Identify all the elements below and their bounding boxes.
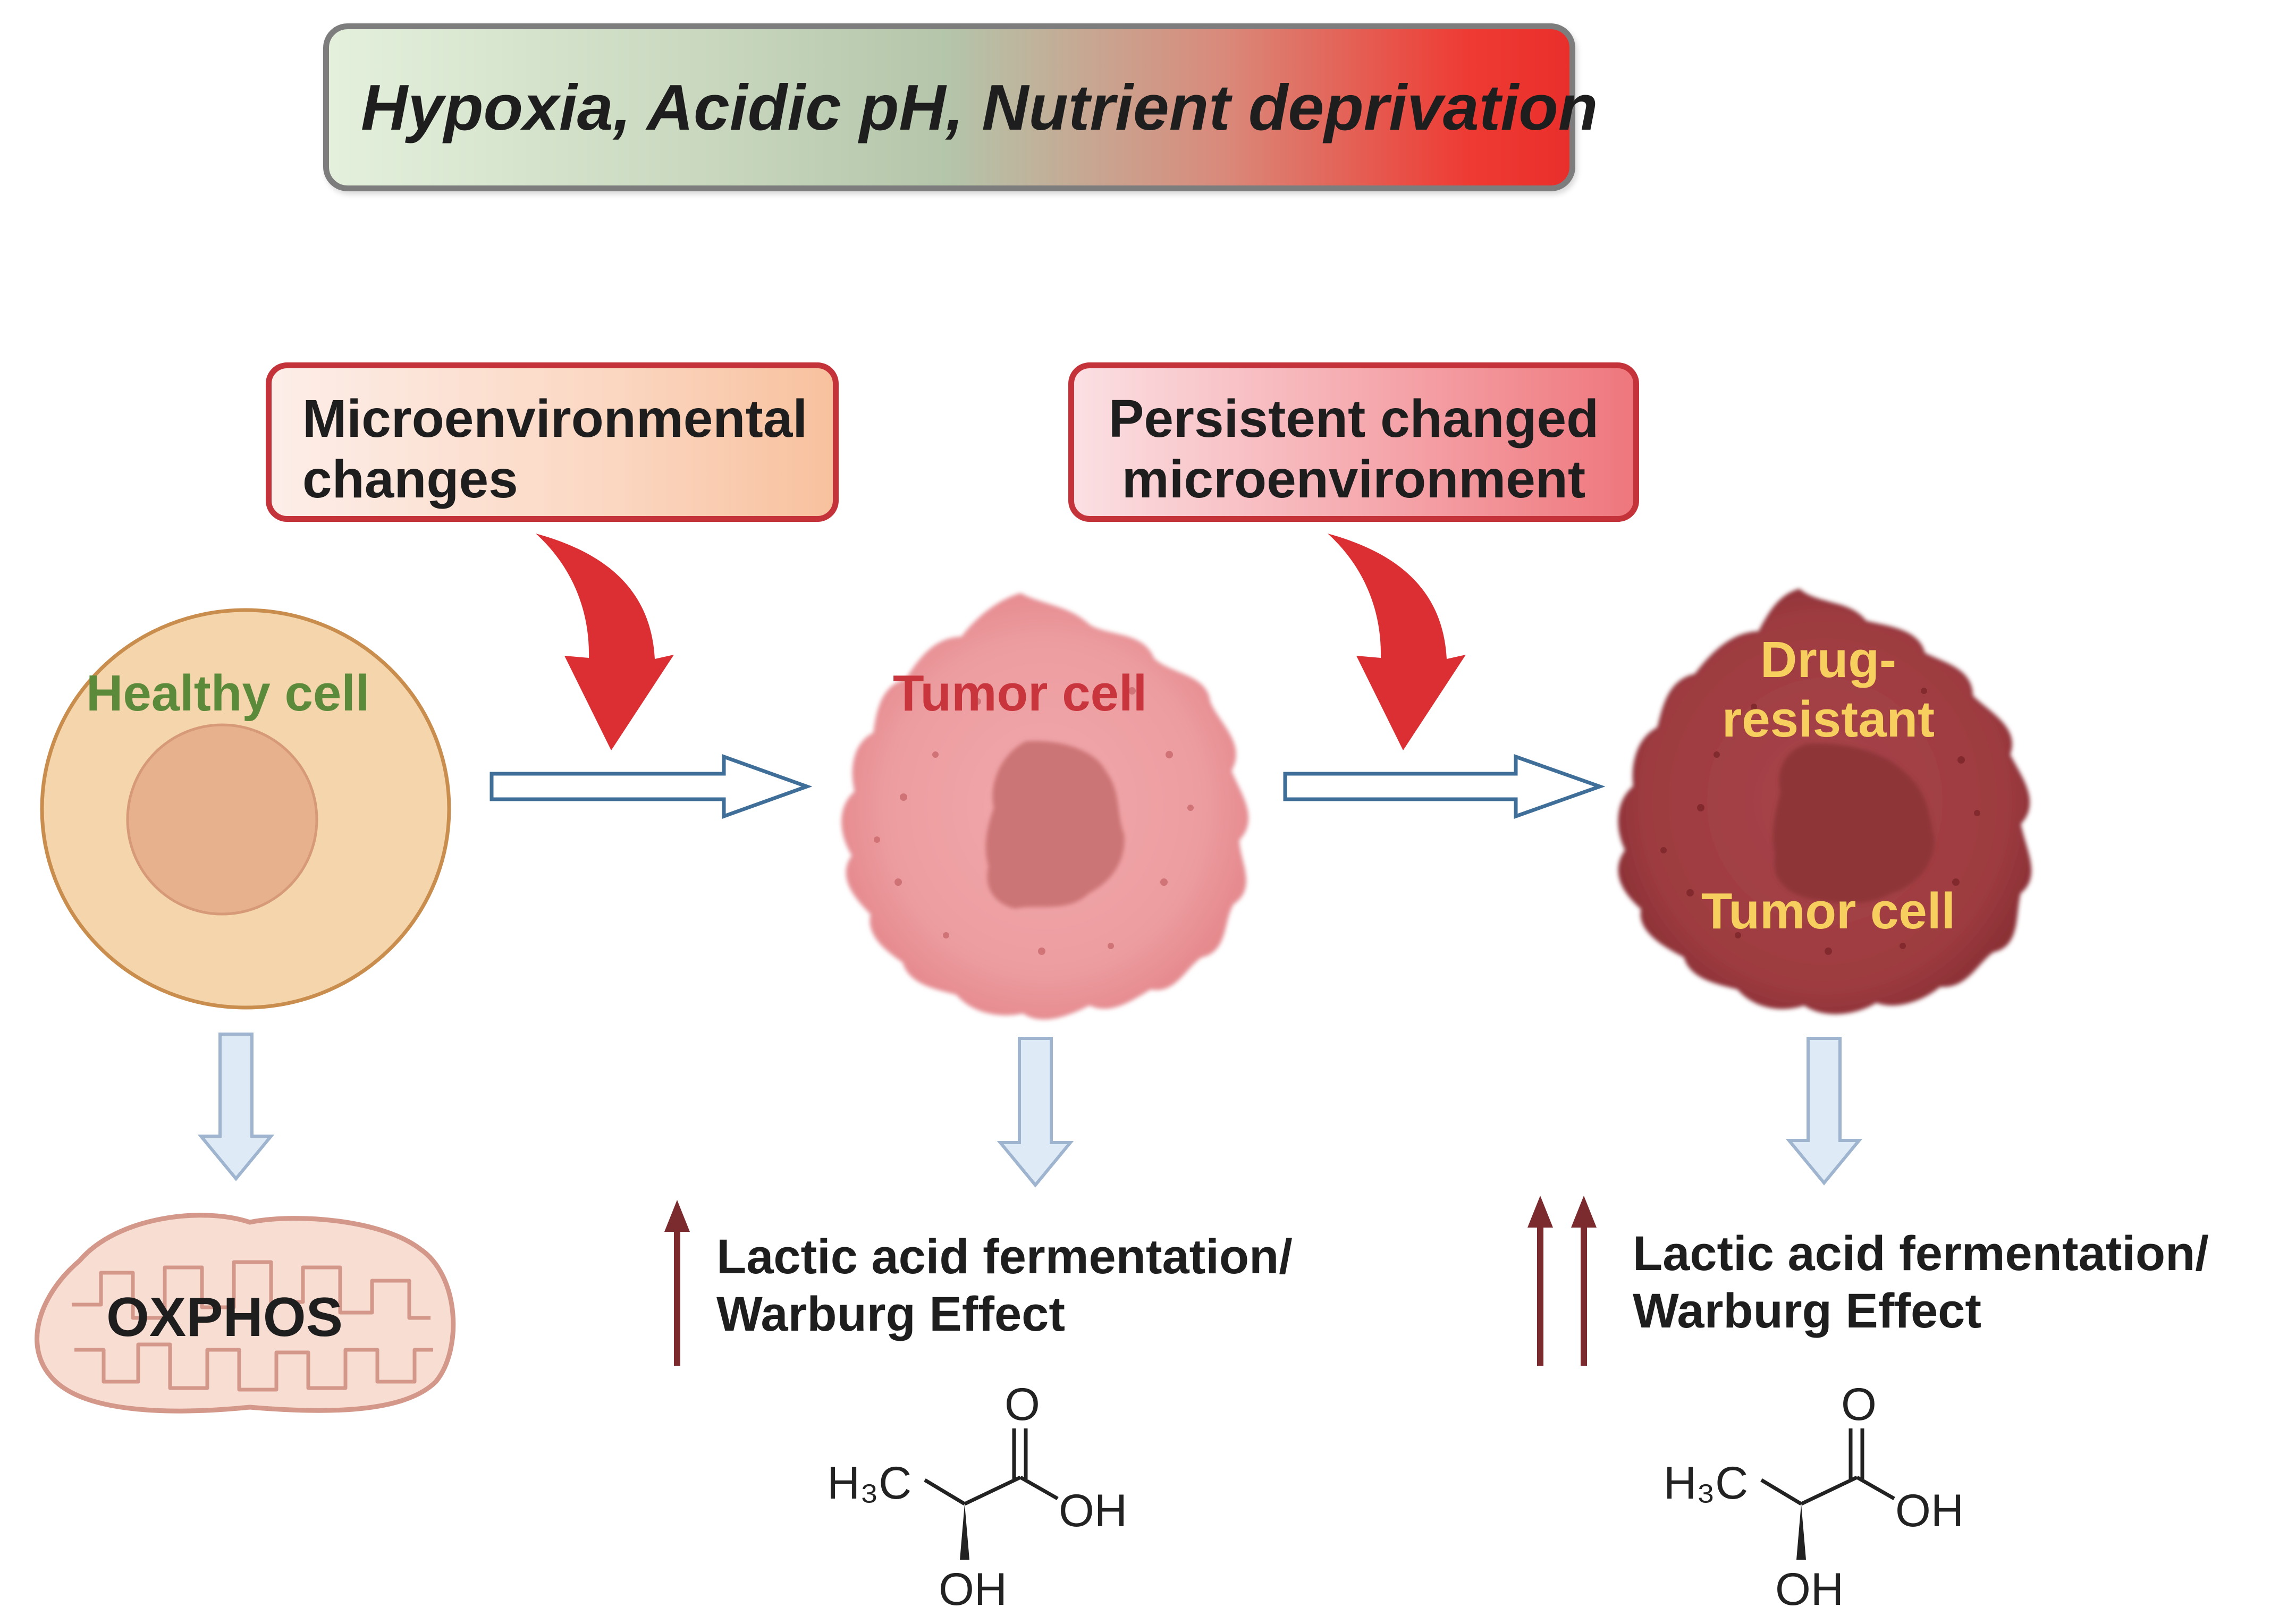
healthy-cell xyxy=(40,608,451,1010)
up-arrow-double xyxy=(1527,1196,1597,1366)
conditions-banner-text: Hypoxia, Acidic pH, Nutrient deprivation xyxy=(361,71,1598,143)
lactic-acid-structure-1 xyxy=(924,1428,1059,1506)
lactic-acid-1-oh-right: OH xyxy=(1059,1485,1127,1536)
lactic-acid-structure-2 xyxy=(1760,1428,1895,1506)
flow-arrow-tumor-to-resistant xyxy=(1283,754,1606,819)
callout-2-line-2: microenvironment xyxy=(1121,450,1586,509)
lactic-acid-wedge-2 xyxy=(1796,1504,1806,1560)
flow-arrow-healthy-to-tumor xyxy=(489,754,813,819)
lactic-acid-wedge-1 xyxy=(960,1504,969,1560)
up-arrow-single xyxy=(664,1200,690,1366)
lactic-acid-2-h3c: H₃C xyxy=(1664,1458,1748,1509)
mitochondrion-icon xyxy=(35,1213,456,1414)
drug-resistant-label: Drug- resistant xyxy=(1658,630,1998,750)
warburg-2-line-1: Lactic acid fermentation/ xyxy=(1633,1227,2209,1281)
down-arrow-tumor xyxy=(997,1037,1074,1188)
drug-resistant-tumor-cell xyxy=(1618,588,2032,1014)
drug-resistant-nucleus xyxy=(1772,743,1935,903)
lactic-acid-structure-2-labels: H₃C O OH OH xyxy=(1664,1379,1964,1615)
healthy-cell-label: Healthy cell xyxy=(86,665,370,722)
callout-1-line-1: Microenvironmental xyxy=(302,389,808,449)
warburg-text-2: Lactic acid fermentation/ Warburg Effect xyxy=(1633,1225,2209,1340)
lactic-acid-1-o: O xyxy=(1005,1379,1040,1430)
drug-resistant-line-1: Drug- xyxy=(1760,631,1896,688)
microenvironmental-changes-text: Microenvironmental changes xyxy=(302,388,807,510)
warburg-1-line-2: Warburg Effect xyxy=(716,1287,1065,1341)
lactic-acid-2-o: O xyxy=(1841,1379,1877,1430)
tumor-cell-nucleus xyxy=(985,741,1125,909)
down-arrow-healthy xyxy=(197,1033,275,1181)
callout-2-line-1: Persistent changed xyxy=(1108,389,1599,449)
warburg-2-line-2: Warburg Effect xyxy=(1633,1283,1981,1338)
conditions-banner: Hypoxia, Acidic pH, Nutrient deprivation xyxy=(323,23,1598,191)
tumor-cell-label: Tumor cell xyxy=(893,665,1147,722)
persistent-microenvironment-box: Persistent changed microenvironment xyxy=(1068,362,1639,522)
warburg-1-line-1: Lactic acid fermentation/ xyxy=(716,1230,1293,1284)
callout-1-line-2: changes xyxy=(302,450,518,509)
curved-arrow-1 xyxy=(536,534,674,750)
lactic-acid-1-oh-bottom: OH xyxy=(939,1564,1007,1615)
drug-resistant-line-2: resistant xyxy=(1721,691,1935,748)
drug-resistant-tumor-label: Tumor cell xyxy=(1701,883,1956,940)
warburg-text-1: Lactic acid fermentation/ Warburg Effect xyxy=(716,1229,1293,1343)
lactic-acid-1-h3c: H₃C xyxy=(827,1458,911,1509)
curved-arrow-2 xyxy=(1328,534,1466,750)
microenvironmental-changes-box: Microenvironmental changes xyxy=(266,362,839,522)
lactic-acid-2-oh-right: OH xyxy=(1895,1485,1964,1536)
lactic-acid-2-oh-bottom: OH xyxy=(1775,1564,1844,1615)
down-arrow-resistant xyxy=(1785,1037,1863,1186)
persistent-microenvironment-text: Persistent changed microenvironment xyxy=(1074,388,1633,510)
tumor-cell xyxy=(841,593,1249,1020)
healthy-cell-nucleus xyxy=(126,723,318,916)
oxphos-label: OXPHOS xyxy=(106,1287,343,1348)
lactic-acid-structure-1-labels: H₃C O OH OH xyxy=(827,1379,1127,1615)
